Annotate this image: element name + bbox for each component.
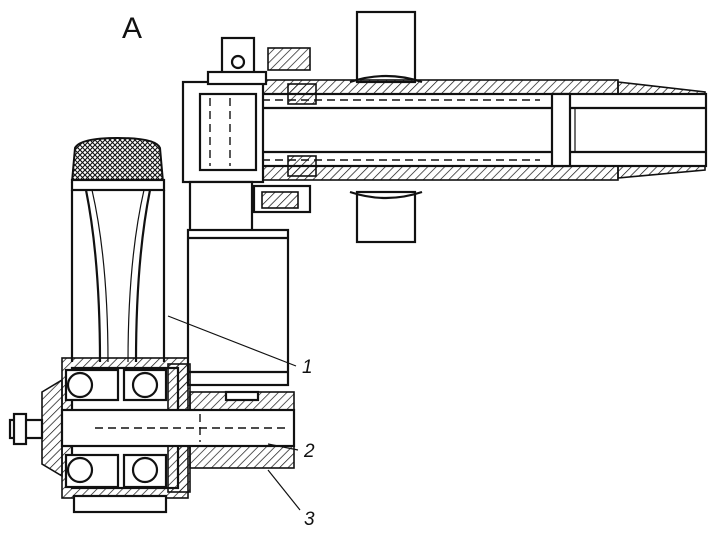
- horizontal-tube-assembly: [181, 10, 708, 244]
- knob-assembly: [70, 136, 166, 363]
- view-label: A: [122, 12, 142, 45]
- callout-3: 3: [304, 509, 315, 530]
- knurled-knob: [70, 136, 165, 183]
- vertical-pipe-upper: [355, 10, 417, 84]
- callout-2: 2: [303, 441, 315, 462]
- callout-1: 1: [302, 357, 313, 378]
- sleeve-bottom: [189, 445, 295, 469]
- vertical-pipe-lower: [355, 190, 417, 244]
- shaft-and-sleeve: [60, 390, 296, 469]
- vertical-column: [186, 180, 290, 387]
- callouts: 1 2 3: [167, 315, 315, 530]
